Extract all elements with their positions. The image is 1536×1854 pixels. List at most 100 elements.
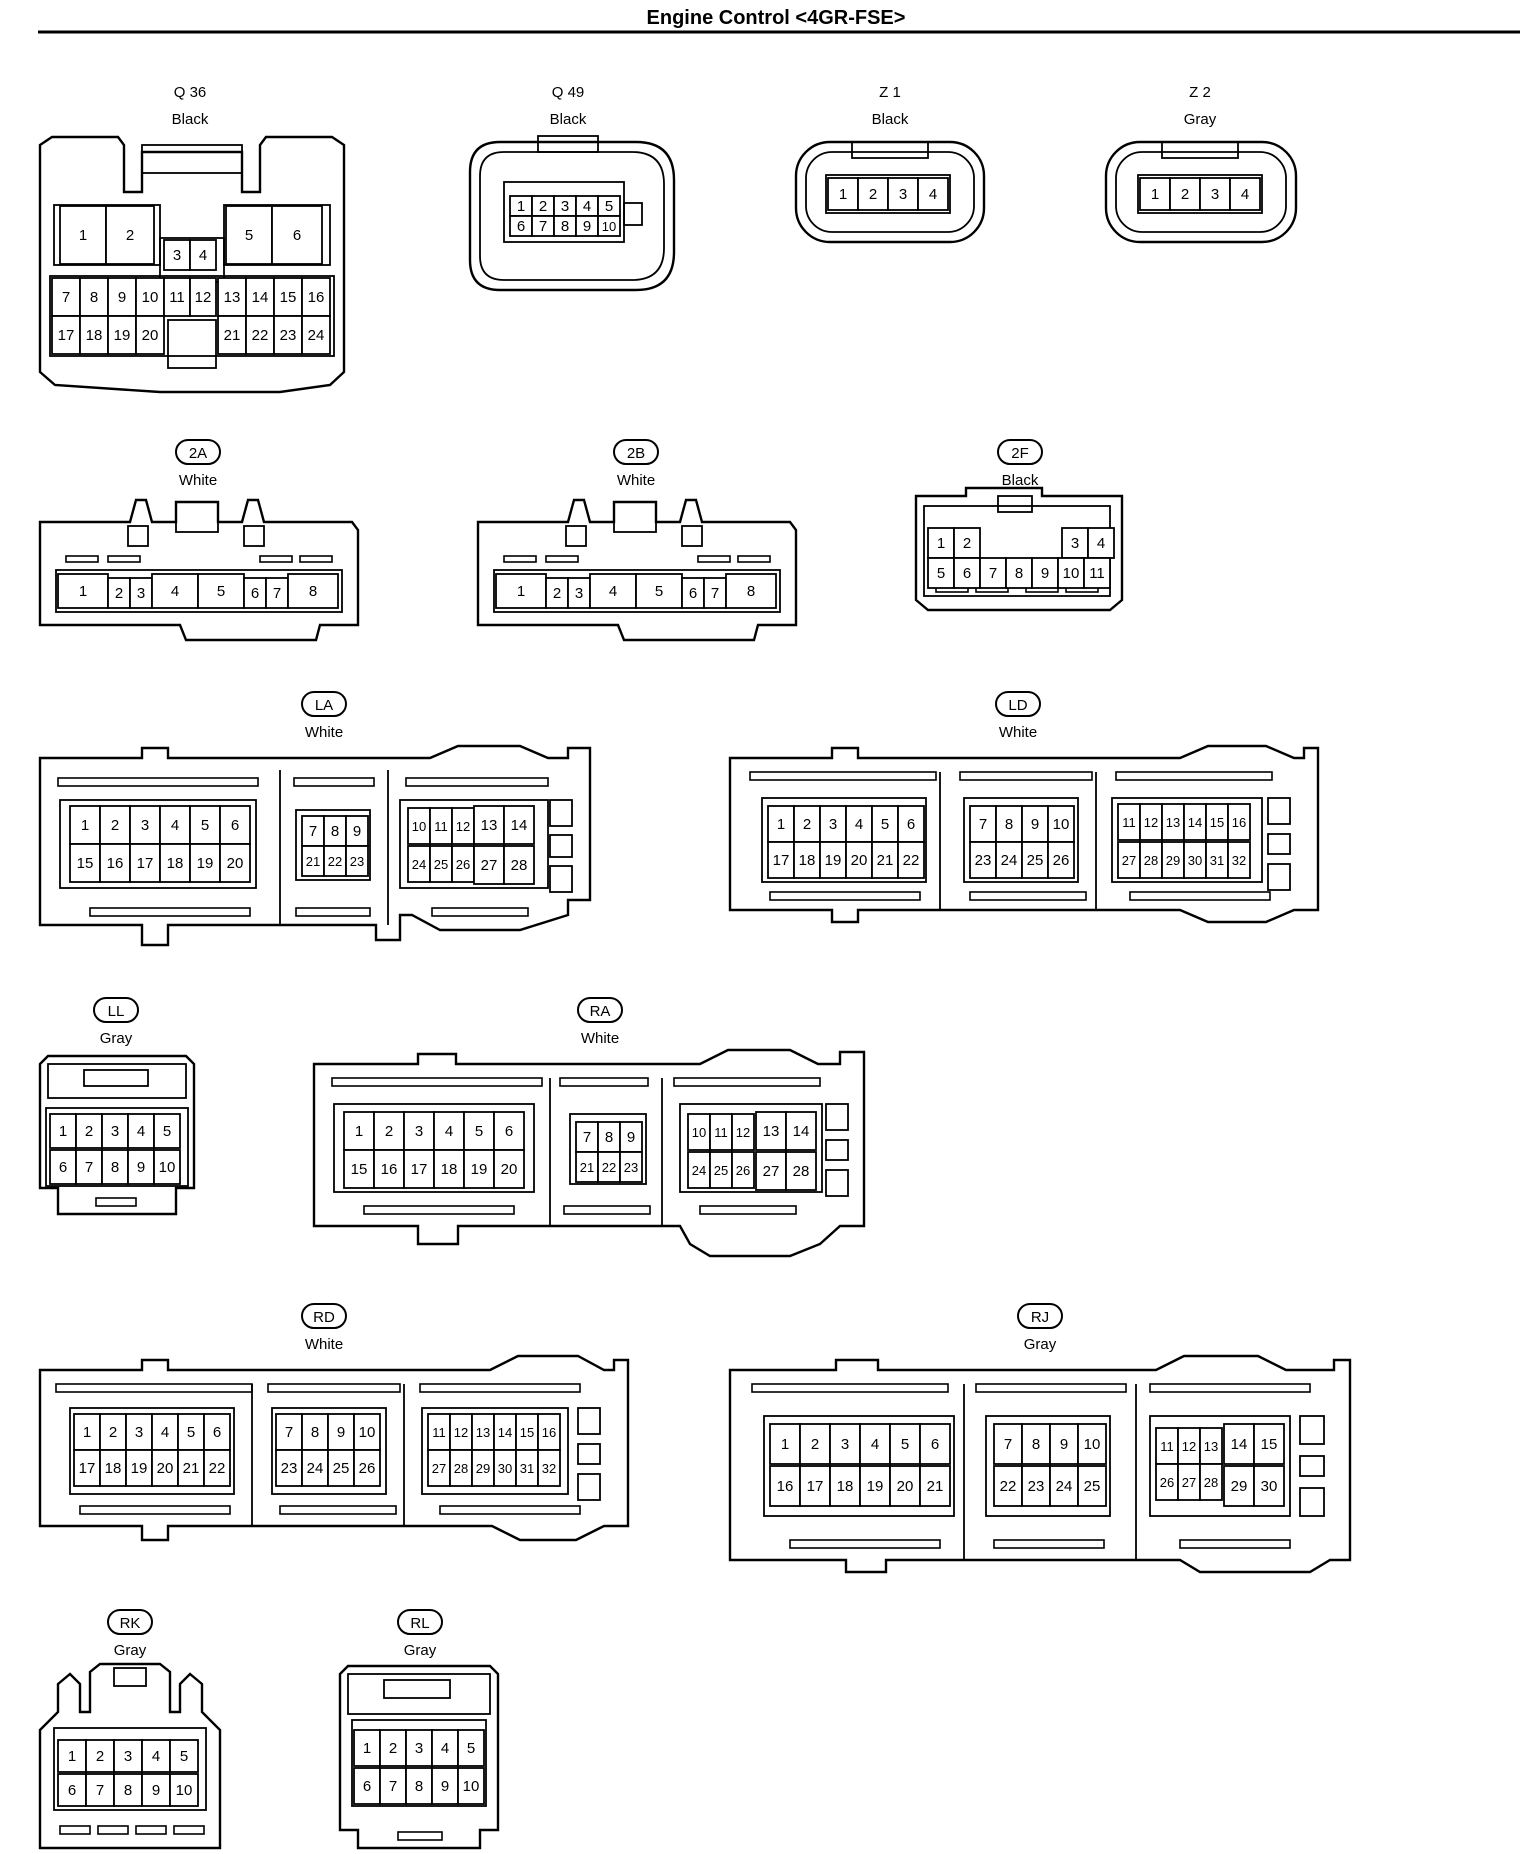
pin-20: 20 [493, 1149, 525, 1189]
pin-9: 9 [127, 1149, 155, 1185]
pin-number: 25 [434, 857, 448, 872]
connector-color: Black [550, 111, 587, 128]
pin-number: 2 [811, 1436, 819, 1453]
pin-13: 13 [217, 277, 247, 317]
pin-4: 4 [431, 1729, 459, 1767]
pin-cell [755, 1111, 787, 1151]
pin-1: 1 [927, 527, 955, 559]
connector-code: LD [1008, 697, 1027, 714]
pin-1: 1 [343, 1111, 375, 1151]
pin-cell [919, 1423, 951, 1465]
pin-number: 17 [79, 1460, 96, 1477]
pin-number: 14 [511, 817, 528, 834]
pin-number: 18 [799, 852, 816, 869]
pin-cell [1049, 1465, 1079, 1507]
pin-number: 9 [118, 289, 126, 306]
pin-24: 24 [301, 315, 331, 355]
pin-6: 6 [681, 577, 705, 609]
pin-number: 12 [736, 1125, 750, 1140]
pin-3: 3 [163, 239, 191, 271]
pin-number: 26 [1053, 852, 1070, 869]
pin-number: 22 [209, 1460, 226, 1477]
pin-16: 16 [537, 1413, 561, 1451]
pin-number: 9 [137, 1159, 145, 1176]
pin-cell [889, 1423, 921, 1465]
pin-cell [373, 1111, 405, 1151]
pin-number: 9 [583, 218, 591, 235]
pin-cell [287, 573, 339, 609]
pin-23: 23 [345, 845, 369, 877]
pin-number: 20 [501, 1161, 518, 1178]
pin-number: 9 [1031, 816, 1039, 833]
pin-3: 3 [125, 1413, 153, 1451]
pin-cell [1047, 841, 1075, 879]
pin-18: 18 [829, 1465, 861, 1507]
pin-number: 11 [1089, 565, 1105, 582]
pin-number: 26 [359, 1460, 376, 1477]
pin-27: 27 [473, 845, 505, 885]
pin-number: 19 [197, 855, 214, 872]
pin-cell [503, 845, 535, 885]
pin-2: 2 [857, 177, 889, 211]
pin-number: 21 [306, 854, 320, 869]
pin-number: 23 [281, 1460, 298, 1477]
pin-number: 6 [251, 585, 259, 602]
connector-housing [38, 1662, 222, 1850]
pin-3: 3 [403, 1111, 435, 1151]
pin-number: 9 [152, 1782, 160, 1799]
pin-27: 27 [1117, 841, 1141, 879]
pin-number: 8 [311, 1424, 319, 1441]
connector-color: Gray [100, 1030, 133, 1047]
pin-4: 4 [159, 805, 191, 845]
pin-6: 6 [897, 805, 925, 843]
connector-color: Black [172, 111, 209, 128]
pin-10: 10 [457, 1767, 485, 1805]
pin-number: 7 [309, 823, 317, 840]
pin-number: 7 [711, 585, 719, 602]
pin-number: 9 [1060, 1436, 1068, 1453]
pin-21: 21 [575, 1151, 599, 1183]
pin-number: 24 [1001, 852, 1018, 869]
pin-6: 6 [509, 215, 533, 237]
pin-number: 10 [1063, 565, 1080, 582]
pin-number: 1 [363, 1740, 371, 1757]
pin-9: 9 [1021, 805, 1049, 843]
pin-number: 3 [111, 1123, 119, 1140]
pin-cell [135, 315, 165, 355]
pin-10: 10 [1047, 805, 1075, 843]
pin-number: 23 [1028, 1478, 1045, 1495]
pin-cell [105, 205, 155, 265]
pin-number: 1 [777, 816, 785, 833]
pin-cell [1229, 177, 1261, 211]
pin-cell [493, 1111, 525, 1151]
pin-number: 30 [1261, 1478, 1278, 1495]
pin-12: 12 [189, 277, 217, 317]
connector-housing [1104, 140, 1298, 244]
pin-number: 24 [692, 1163, 706, 1178]
pin-3: 3 [129, 805, 161, 845]
pin-number: 21 [224, 327, 241, 344]
pin-number: 10 [463, 1778, 480, 1795]
pin-8: 8 [1005, 557, 1033, 589]
pin-number: 20 [157, 1460, 174, 1477]
pin-4: 4 [575, 195, 599, 217]
pin-cell [379, 1767, 407, 1805]
pin-number: 5 [245, 227, 253, 244]
pin-cell [1021, 1423, 1051, 1465]
pin-number: 3 [841, 1436, 849, 1453]
pin-5: 5 [635, 573, 683, 609]
pin-number: 6 [963, 565, 971, 582]
pin-number: 12 [1182, 1439, 1196, 1454]
pin-number: 17 [773, 852, 790, 869]
pin-number: 19 [825, 852, 842, 869]
pin-24: 24 [407, 845, 431, 883]
pin-13: 13 [1199, 1427, 1223, 1465]
pin-cell [431, 1767, 459, 1805]
pin-12: 12 [1139, 803, 1163, 841]
pin-6: 6 [353, 1767, 381, 1805]
